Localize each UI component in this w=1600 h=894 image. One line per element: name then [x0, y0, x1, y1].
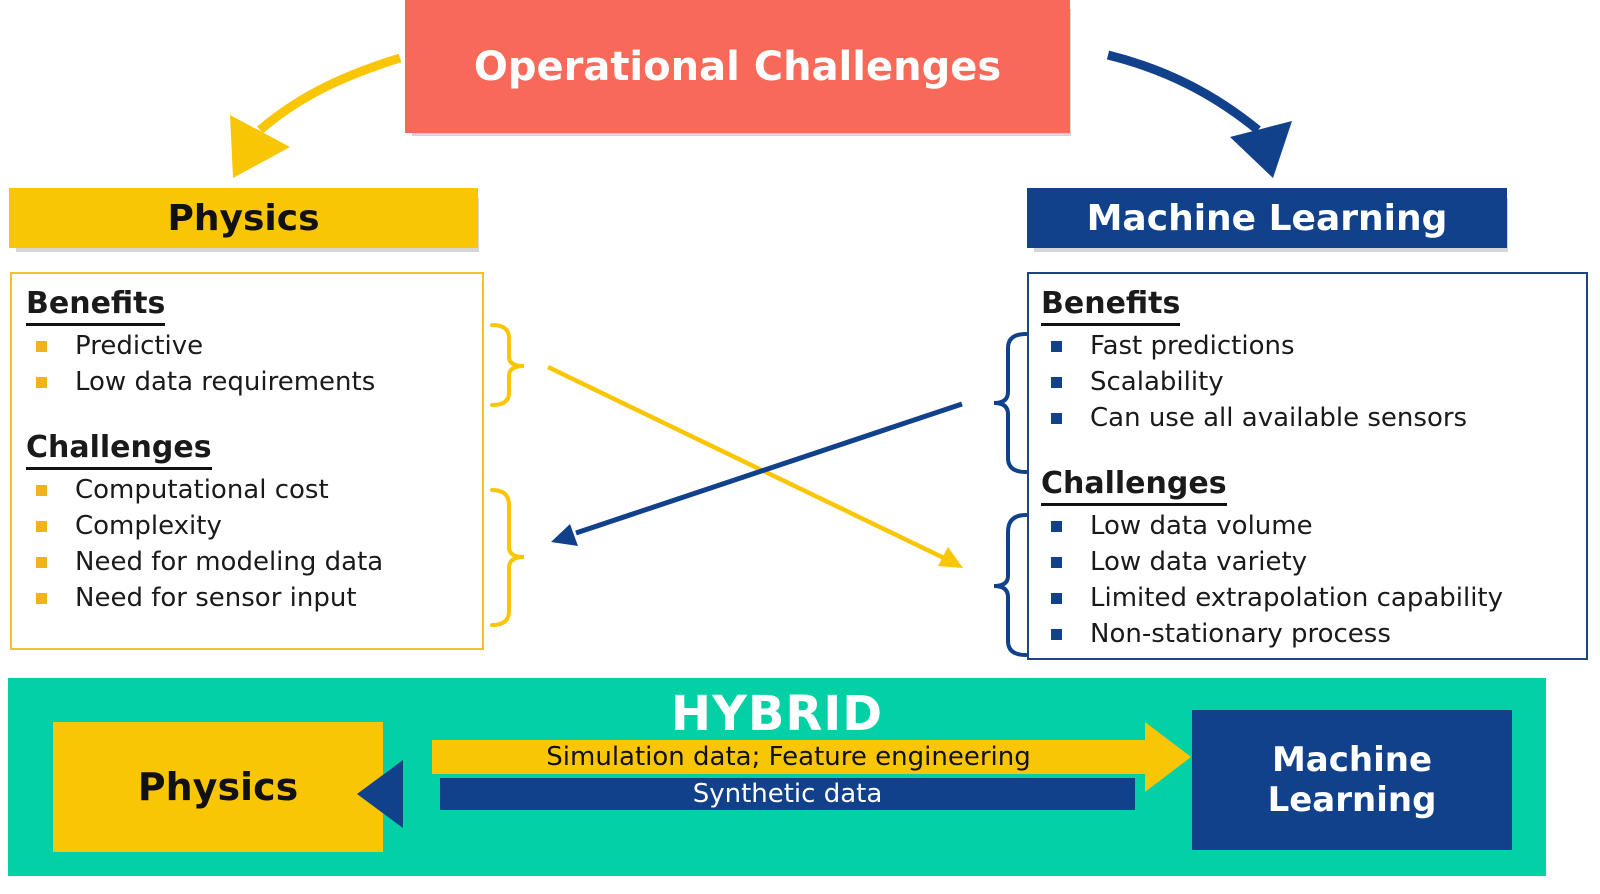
physics-challenges-heading-label: Challenges	[26, 430, 212, 470]
list-item-label: Complexity	[75, 511, 222, 541]
ml-challenges-heading: Challenges	[1041, 466, 1572, 506]
square-bullet-icon	[1051, 521, 1062, 532]
list-item-label: Low data variety	[1090, 547, 1308, 577]
square-bullet-icon	[1051, 629, 1062, 640]
physics-challenges-list: Computational cost Complexity Need for m…	[26, 474, 468, 614]
list-item-label: Scalability	[1090, 367, 1224, 397]
list-item: Complexity	[26, 510, 468, 542]
list-item: Scalability	[1041, 366, 1572, 398]
ml-benefits-heading-label: Benefits	[1041, 286, 1181, 326]
ml-challenges-brace	[993, 513, 1028, 657]
ops-to-ml-swoosh-arrow	[1106, 50, 1261, 134]
ml-header: Machine Learning	[1027, 188, 1507, 248]
list-item-label: Predictive	[75, 331, 204, 361]
ops-to-ml-arrowhead	[1230, 121, 1292, 178]
ml-to-physics-hybrid-arrow: Synthetic data	[440, 778, 1135, 810]
square-bullet-icon	[1051, 593, 1062, 604]
list-item: Fast predictions	[1041, 330, 1572, 362]
physics-header-label: Physics	[167, 197, 320, 239]
ml-challenges-list: Low data volume Low data variety Limited…	[1041, 510, 1572, 650]
list-item: Non-stationary process	[1041, 618, 1572, 650]
square-bullet-icon	[36, 557, 47, 568]
list-item: Low data variety	[1041, 546, 1572, 578]
list-item: Need for modeling data	[26, 546, 468, 578]
square-bullet-icon	[1051, 413, 1062, 424]
square-bullet-icon	[36, 593, 47, 604]
physics-to-ml-hybrid-arrow-label: Simulation data; Feature engineering	[546, 742, 1031, 772]
physics-challenges-heading: Challenges	[26, 430, 468, 470]
square-bullet-icon	[36, 521, 47, 532]
square-bullet-icon	[1051, 341, 1062, 352]
ml-to-physics-hybrid-arrowhead-icon	[357, 760, 403, 828]
physics-benefits-brace	[490, 323, 525, 407]
square-bullet-icon	[1051, 557, 1062, 568]
ml-benefits-brace	[993, 332, 1028, 474]
square-bullet-icon	[36, 377, 47, 388]
list-item-label: Low data volume	[1090, 511, 1313, 541]
list-item-label: Computational cost	[75, 475, 329, 505]
list-item-label: Non-stationary process	[1090, 619, 1391, 649]
list-item: Low data requirements	[26, 366, 468, 398]
physics-benefits-heading: Benefits	[26, 286, 468, 326]
operational-challenges-label: Operational Challenges	[473, 43, 1002, 90]
list-item: Computational cost	[26, 474, 468, 506]
physics-panel: Benefits Predictive Low data requirement…	[10, 272, 484, 650]
hybrid-band: HYBRID Physics Machine Learning Simulati…	[8, 678, 1546, 876]
ml-challenges-heading-label: Challenges	[1041, 466, 1227, 506]
square-bullet-icon	[36, 485, 47, 496]
hybrid-physics-label: Physics	[137, 765, 299, 809]
ops-to-physics-arrowhead	[230, 115, 290, 178]
list-item: Need for sensor input	[26, 582, 468, 614]
ml-to-physics-hybrid-arrow-label: Synthetic data	[692, 779, 883, 809]
physics-to-ml-cross-arrowhead	[938, 547, 963, 568]
list-item: Limited extrapolation capability	[1041, 582, 1572, 614]
operational-challenges-box: Operational Challenges	[405, 0, 1070, 133]
hybrid-ml-box: Machine Learning	[1192, 710, 1512, 850]
ml-benefits-to-physics-challenges-arrow	[575, 401, 963, 536]
square-bullet-icon	[1051, 377, 1062, 388]
list-item-label: Need for modeling data	[75, 547, 384, 577]
ops-to-physics-swoosh-arrow	[257, 53, 402, 134]
physics-to-ml-hybrid-arrow: Simulation data; Feature engineering	[432, 740, 1145, 774]
physics-benefits-heading-label: Benefits	[26, 286, 166, 326]
hybrid-title: HYBRID	[670, 686, 884, 742]
list-item-label: Limited extrapolation capability	[1090, 583, 1504, 613]
ml-to-physics-cross-arrowhead	[551, 524, 578, 546]
hybrid-physics-box: Physics	[53, 722, 383, 852]
physics-challenges-brace	[490, 488, 525, 627]
ml-benefits-list: Fast predictions Scalability Can use all…	[1041, 330, 1572, 434]
list-item-label: Can use all available sensors	[1090, 403, 1468, 433]
list-item-label: Fast predictions	[1090, 331, 1295, 361]
physics-header: Physics	[9, 188, 478, 248]
list-item: Predictive	[26, 330, 468, 362]
ml-benefits-heading: Benefits	[1041, 286, 1572, 326]
list-item-label: Need for sensor input	[75, 583, 357, 613]
hybrid-ml-label: Machine Learning	[1267, 740, 1437, 820]
ml-panel: Benefits Fast predictions Scalability Ca…	[1027, 272, 1588, 660]
ml-header-label: Machine Learning	[1086, 197, 1448, 239]
physics-benefits-to-ml-challenges-arrow	[547, 364, 945, 561]
physics-benefits-list: Predictive Low data requirements	[26, 330, 468, 398]
square-bullet-icon	[36, 341, 47, 352]
list-item: Low data volume	[1041, 510, 1572, 542]
list-item-label: Low data requirements	[75, 367, 376, 397]
physics-to-ml-hybrid-arrowhead-icon	[1145, 722, 1191, 792]
list-item: Can use all available sensors	[1041, 402, 1572, 434]
